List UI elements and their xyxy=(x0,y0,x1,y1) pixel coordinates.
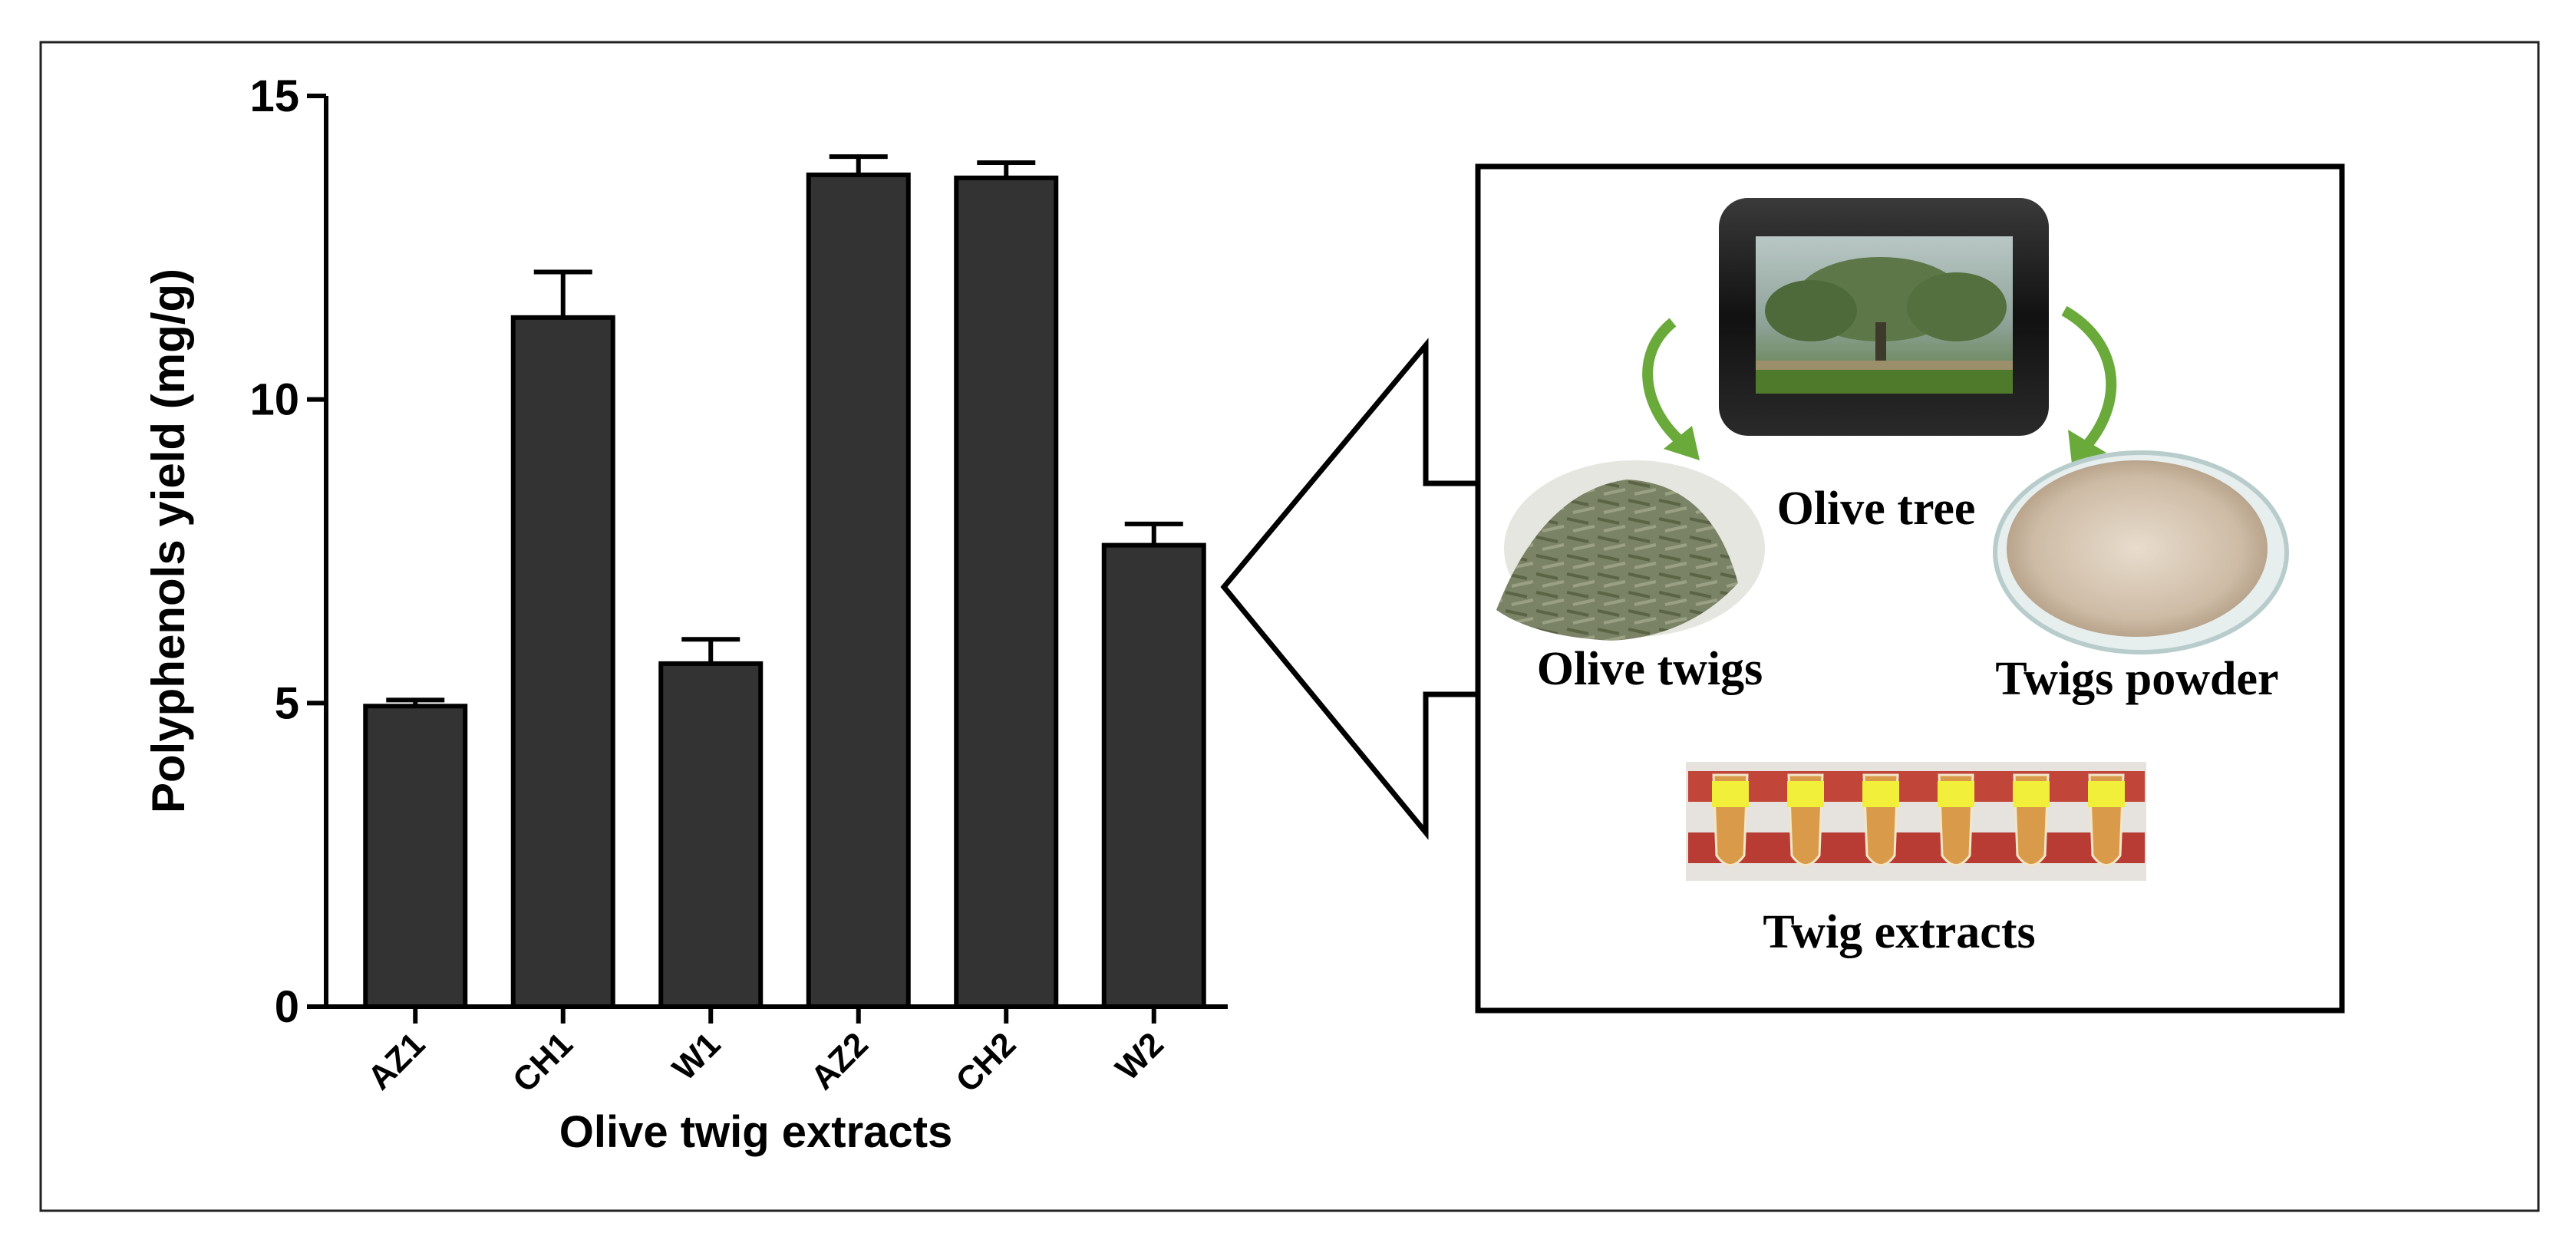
tube-label-sticker xyxy=(1862,781,1899,807)
error-bar-group xyxy=(386,154,1183,707)
y-axis-ticks: 0 5 10 15 xyxy=(249,71,326,1032)
tube-label-sticker xyxy=(1938,781,1974,807)
x-axis-ticks: AZ1 CH1 W1 AZ2 CH2 W2 xyxy=(361,1007,1171,1099)
olive-tree-photo xyxy=(1719,198,2049,436)
x-tick-label: W2 xyxy=(1109,1025,1171,1087)
y-tick-label: 0 xyxy=(275,982,299,1032)
bar xyxy=(510,315,615,1009)
bar-group xyxy=(363,172,1206,1010)
x-tick-label: CH2 xyxy=(948,1025,1023,1099)
twigs-powder-label: Twigs powder xyxy=(1995,653,2278,705)
olive-tree-label: Olive tree xyxy=(1777,483,1976,535)
figure-frame xyxy=(39,41,2540,1212)
green-arrow-left-head-icon xyxy=(1664,426,1700,460)
x-tick-label: CH1 xyxy=(506,1025,580,1099)
y-tick-label: 10 xyxy=(249,375,299,425)
bar xyxy=(363,704,468,1009)
x-axis-label: Olive twig extracts xyxy=(559,1107,953,1157)
tube-label-sticker xyxy=(1712,781,1749,807)
green-arrow-right-icon xyxy=(2061,305,2117,449)
green-arrow-left-icon xyxy=(1642,318,1684,446)
tube-label-sticker xyxy=(2088,781,2125,807)
twig-extracts-photo xyxy=(1686,762,2146,881)
y-tick-label: 15 xyxy=(249,71,299,121)
bar xyxy=(658,661,764,1009)
olive-twigs-label: Olive twigs xyxy=(1537,643,1763,695)
y-axis-label: Polyphenols yield (mg/g) xyxy=(143,269,194,813)
twigs-powder-image xyxy=(1993,450,2289,654)
twig-extracts-label: Twig extracts xyxy=(1763,906,2035,958)
bar xyxy=(806,172,911,1010)
x-tick-label: AZ2 xyxy=(803,1025,875,1096)
tube-label-sticker xyxy=(1787,781,1824,807)
bar xyxy=(954,175,1059,1010)
y-tick-label: 5 xyxy=(275,678,299,728)
bar-chart: 0 5 10 15 AZ1 CH1 W1 AZ2 CH2 W2 Polyphenols yiel… xyxy=(143,71,1228,1157)
inset-panel: Olive tree Olive twigs Twigs powder Twig… xyxy=(1475,163,2345,1014)
x-tick-label: W1 xyxy=(665,1025,727,1087)
olive-twigs-image xyxy=(1496,460,1765,641)
bar xyxy=(1101,542,1206,1009)
callout-arrow xyxy=(1220,338,1481,840)
tube-label-sticker xyxy=(2013,781,2050,807)
x-tick-label: AZ1 xyxy=(361,1025,432,1096)
